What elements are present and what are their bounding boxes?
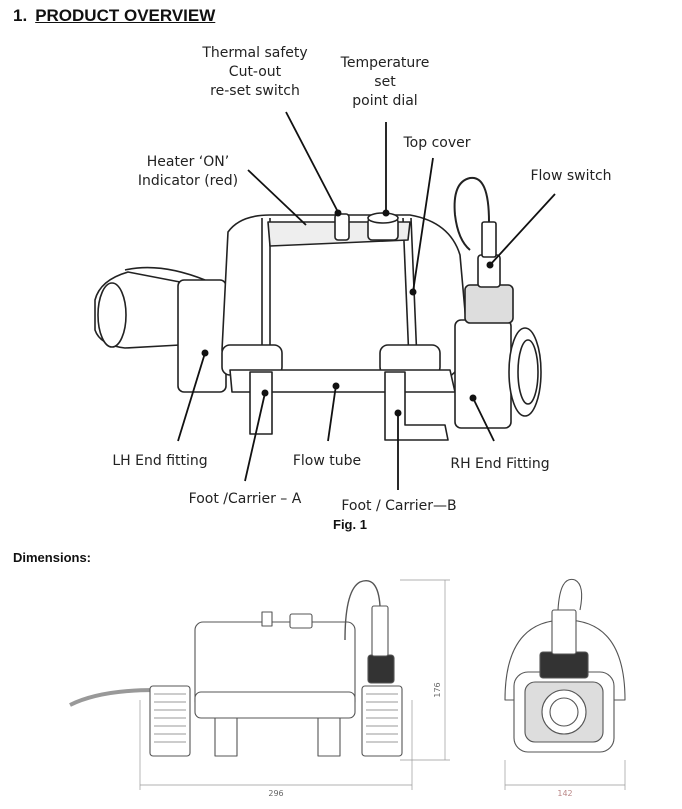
figure-caption: Fig. 1 [333,517,367,532]
label-temperature-dial: Temperature set point dial [340,55,430,109]
label-flow-tube: Flow tube [292,453,362,469]
heater-illustration [94,111,556,490]
dim-length: 296 [268,789,283,798]
label-foot-b: Foot / Carrier—B [341,498,457,514]
section-number: 1. [13,6,28,25]
label-lh-end-fitting: LH End fitting [112,453,208,469]
section-heading: 1. PRODUCT OVERVIEW [13,6,215,26]
dim-width: 142 [557,789,572,798]
label-heater-on: Heater ‘ON’ Indicator (red) [137,154,239,189]
dimensions-heading: Dimensions: [13,550,92,565]
label-thermal-switch: Thermal safety Cut-out re-set switch [202,45,308,99]
lh-pipe-end [97,282,127,348]
dim-height: 176 [433,682,442,697]
label-flow-switch: Flow switch [530,168,612,184]
reset-switch-shape [334,213,350,241]
rh-end-fitting-shape [454,319,512,429]
label-foot-a: Foot /Carrier – A [188,491,302,507]
label-top-cover: Top cover [403,135,471,151]
lh-end-fitting-shape [177,279,227,393]
dimension-drawings: 296 176 142 [69,578,626,798]
foot-a-shape [249,371,273,435]
foot-b-shape [384,371,449,441]
label-rh-end-fitting: RH End Fitting [450,456,550,472]
section-title: PRODUCT OVERVIEW [35,6,216,25]
